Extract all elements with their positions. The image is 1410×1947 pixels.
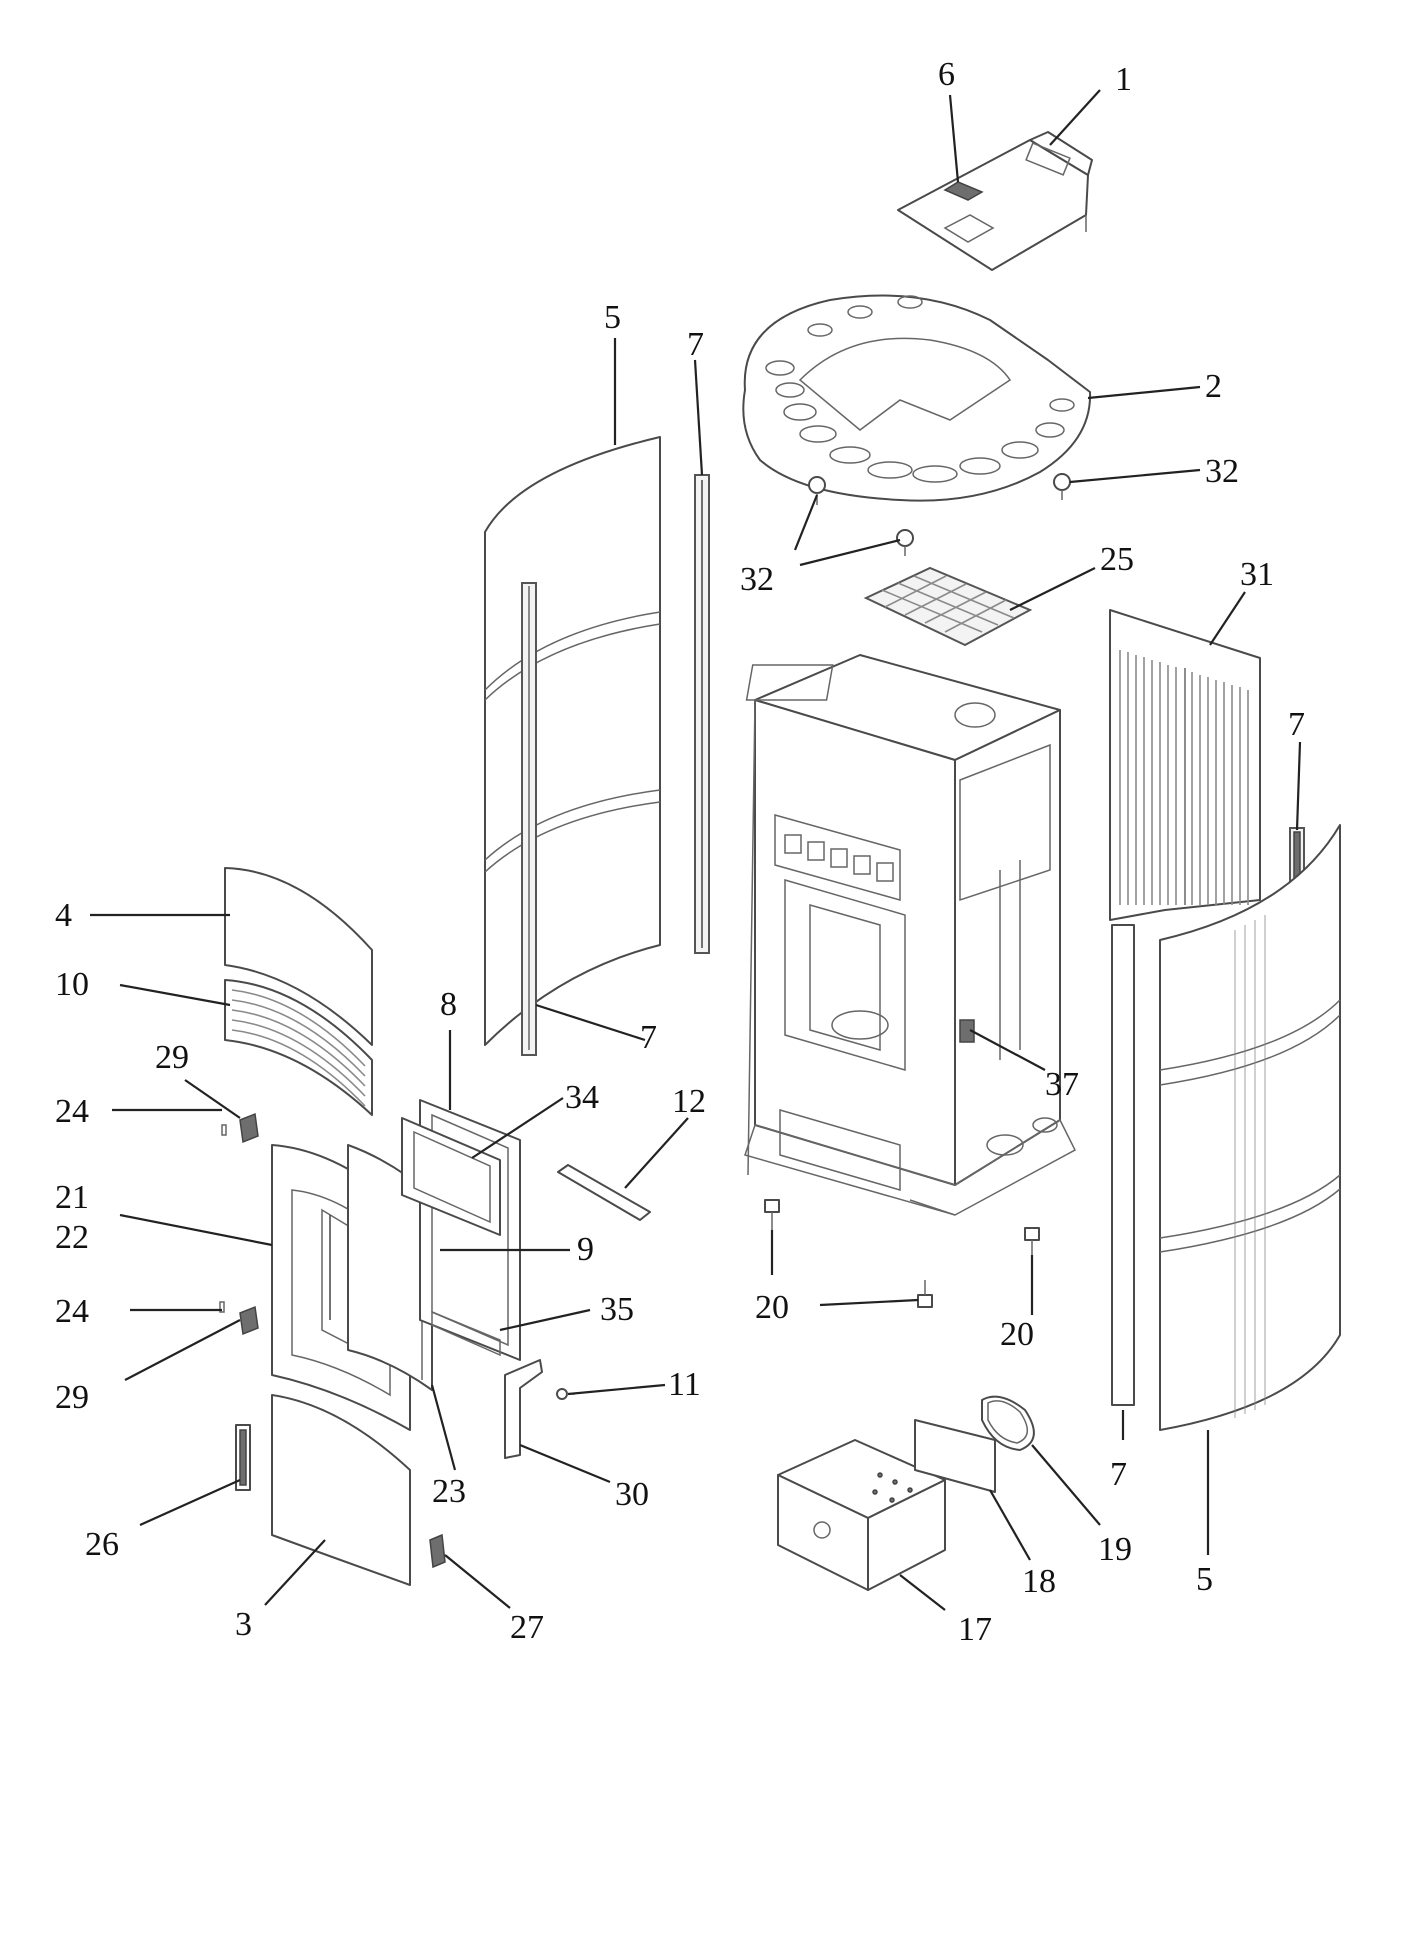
part-door-handle <box>504 1359 543 1459</box>
callout-18: 18 <box>1022 1563 1056 1600</box>
part-lower-front-panel <box>271 1394 411 1586</box>
callout-6: 6 <box>938 56 955 93</box>
callout-labels: 1 6 2 32 32 25 31 7 7 7 7 5 5 4 10 8 29 … <box>55 56 1305 1648</box>
part-screw-c <box>896 529 914 556</box>
callout-29-upper: 29 <box>155 1039 189 1076</box>
callout-19: 19 <box>1098 1531 1132 1568</box>
part-gasket-frame <box>401 1117 501 1357</box>
callout-4: 4 <box>55 897 72 934</box>
callout-1: 1 <box>1115 61 1132 98</box>
callout-35: 35 <box>600 1291 634 1328</box>
callout-7-right: 7 <box>1288 706 1305 743</box>
part-rear-heat-exchanger <box>1109 609 1261 921</box>
callout-31: 31 <box>1240 556 1274 593</box>
part-foot-b <box>917 1280 933 1308</box>
part-top-cover <box>897 131 1093 271</box>
part-grid-basket <box>863 566 1033 647</box>
part-drawer-gasket <box>914 1419 996 1493</box>
part-ash-drawer <box>777 1439 946 1591</box>
part-side-panel-left <box>484 436 661 1046</box>
part-latch <box>429 1533 446 1569</box>
part-foot-c <box>1024 1227 1040 1255</box>
callout-32-right: 32 <box>1205 453 1239 490</box>
part-hinge-upper <box>221 1112 259 1144</box>
callout-27: 27 <box>510 1609 544 1646</box>
callout-24-lower: 24 <box>55 1293 89 1330</box>
part-front-grille-panel <box>224 979 373 1116</box>
part-trim-left-inner <box>521 582 537 1056</box>
callout-23: 23 <box>432 1473 466 1510</box>
part-foot-a <box>764 1199 780 1230</box>
callout-20-left: 20 <box>755 1289 789 1326</box>
part-hinge-lower <box>219 1301 259 1336</box>
callout-21: 21 <box>55 1179 89 1216</box>
part-screw-b <box>1053 473 1071 500</box>
callout-9: 9 <box>577 1231 594 1268</box>
callout-20-right: 20 <box>1000 1316 1034 1353</box>
callout-7-bottom: 7 <box>1110 1456 1127 1493</box>
part-bracket-bar <box>557 1164 651 1221</box>
callout-5-left: 5 <box>604 299 621 336</box>
callout-37: 37 <box>1045 1066 1079 1103</box>
part-screw-a <box>808 476 826 505</box>
callout-32-left: 32 <box>740 561 774 598</box>
part-side-panel-right <box>1159 824 1341 1431</box>
callout-22: 22 <box>55 1219 89 1256</box>
callout-34: 34 <box>565 1079 599 1116</box>
leader-lines <box>90 89 1302 1611</box>
callout-5-right: 5 <box>1196 1561 1213 1598</box>
callout-30: 30 <box>615 1476 649 1513</box>
part-trim-left-outer <box>694 474 710 954</box>
callout-7-top: 7 <box>687 326 704 363</box>
callout-17: 17 <box>958 1611 992 1648</box>
callout-10: 10 <box>55 966 89 1003</box>
callout-2: 2 <box>1205 368 1222 405</box>
part-top-grille-plate <box>742 294 1092 502</box>
part-hinge-strip <box>235 1424 251 1491</box>
callout-26: 26 <box>85 1526 119 1563</box>
callout-25: 25 <box>1100 541 1134 578</box>
callout-3: 3 <box>235 1606 252 1643</box>
callout-7-left: 7 <box>640 1019 657 1056</box>
callout-12: 12 <box>672 1083 706 1120</box>
callout-24-upper: 24 <box>55 1093 89 1130</box>
part-vent-slot <box>943 181 984 201</box>
callout-8: 8 <box>440 986 457 1023</box>
callout-11: 11 <box>668 1366 701 1403</box>
part-oval-seal <box>981 1395 1035 1451</box>
part-trim-right-inner <box>1111 924 1135 1406</box>
part-stove-body <box>744 654 1076 1216</box>
callout-29-lower: 29 <box>55 1379 89 1416</box>
part-front-upper-panel <box>224 867 373 1046</box>
